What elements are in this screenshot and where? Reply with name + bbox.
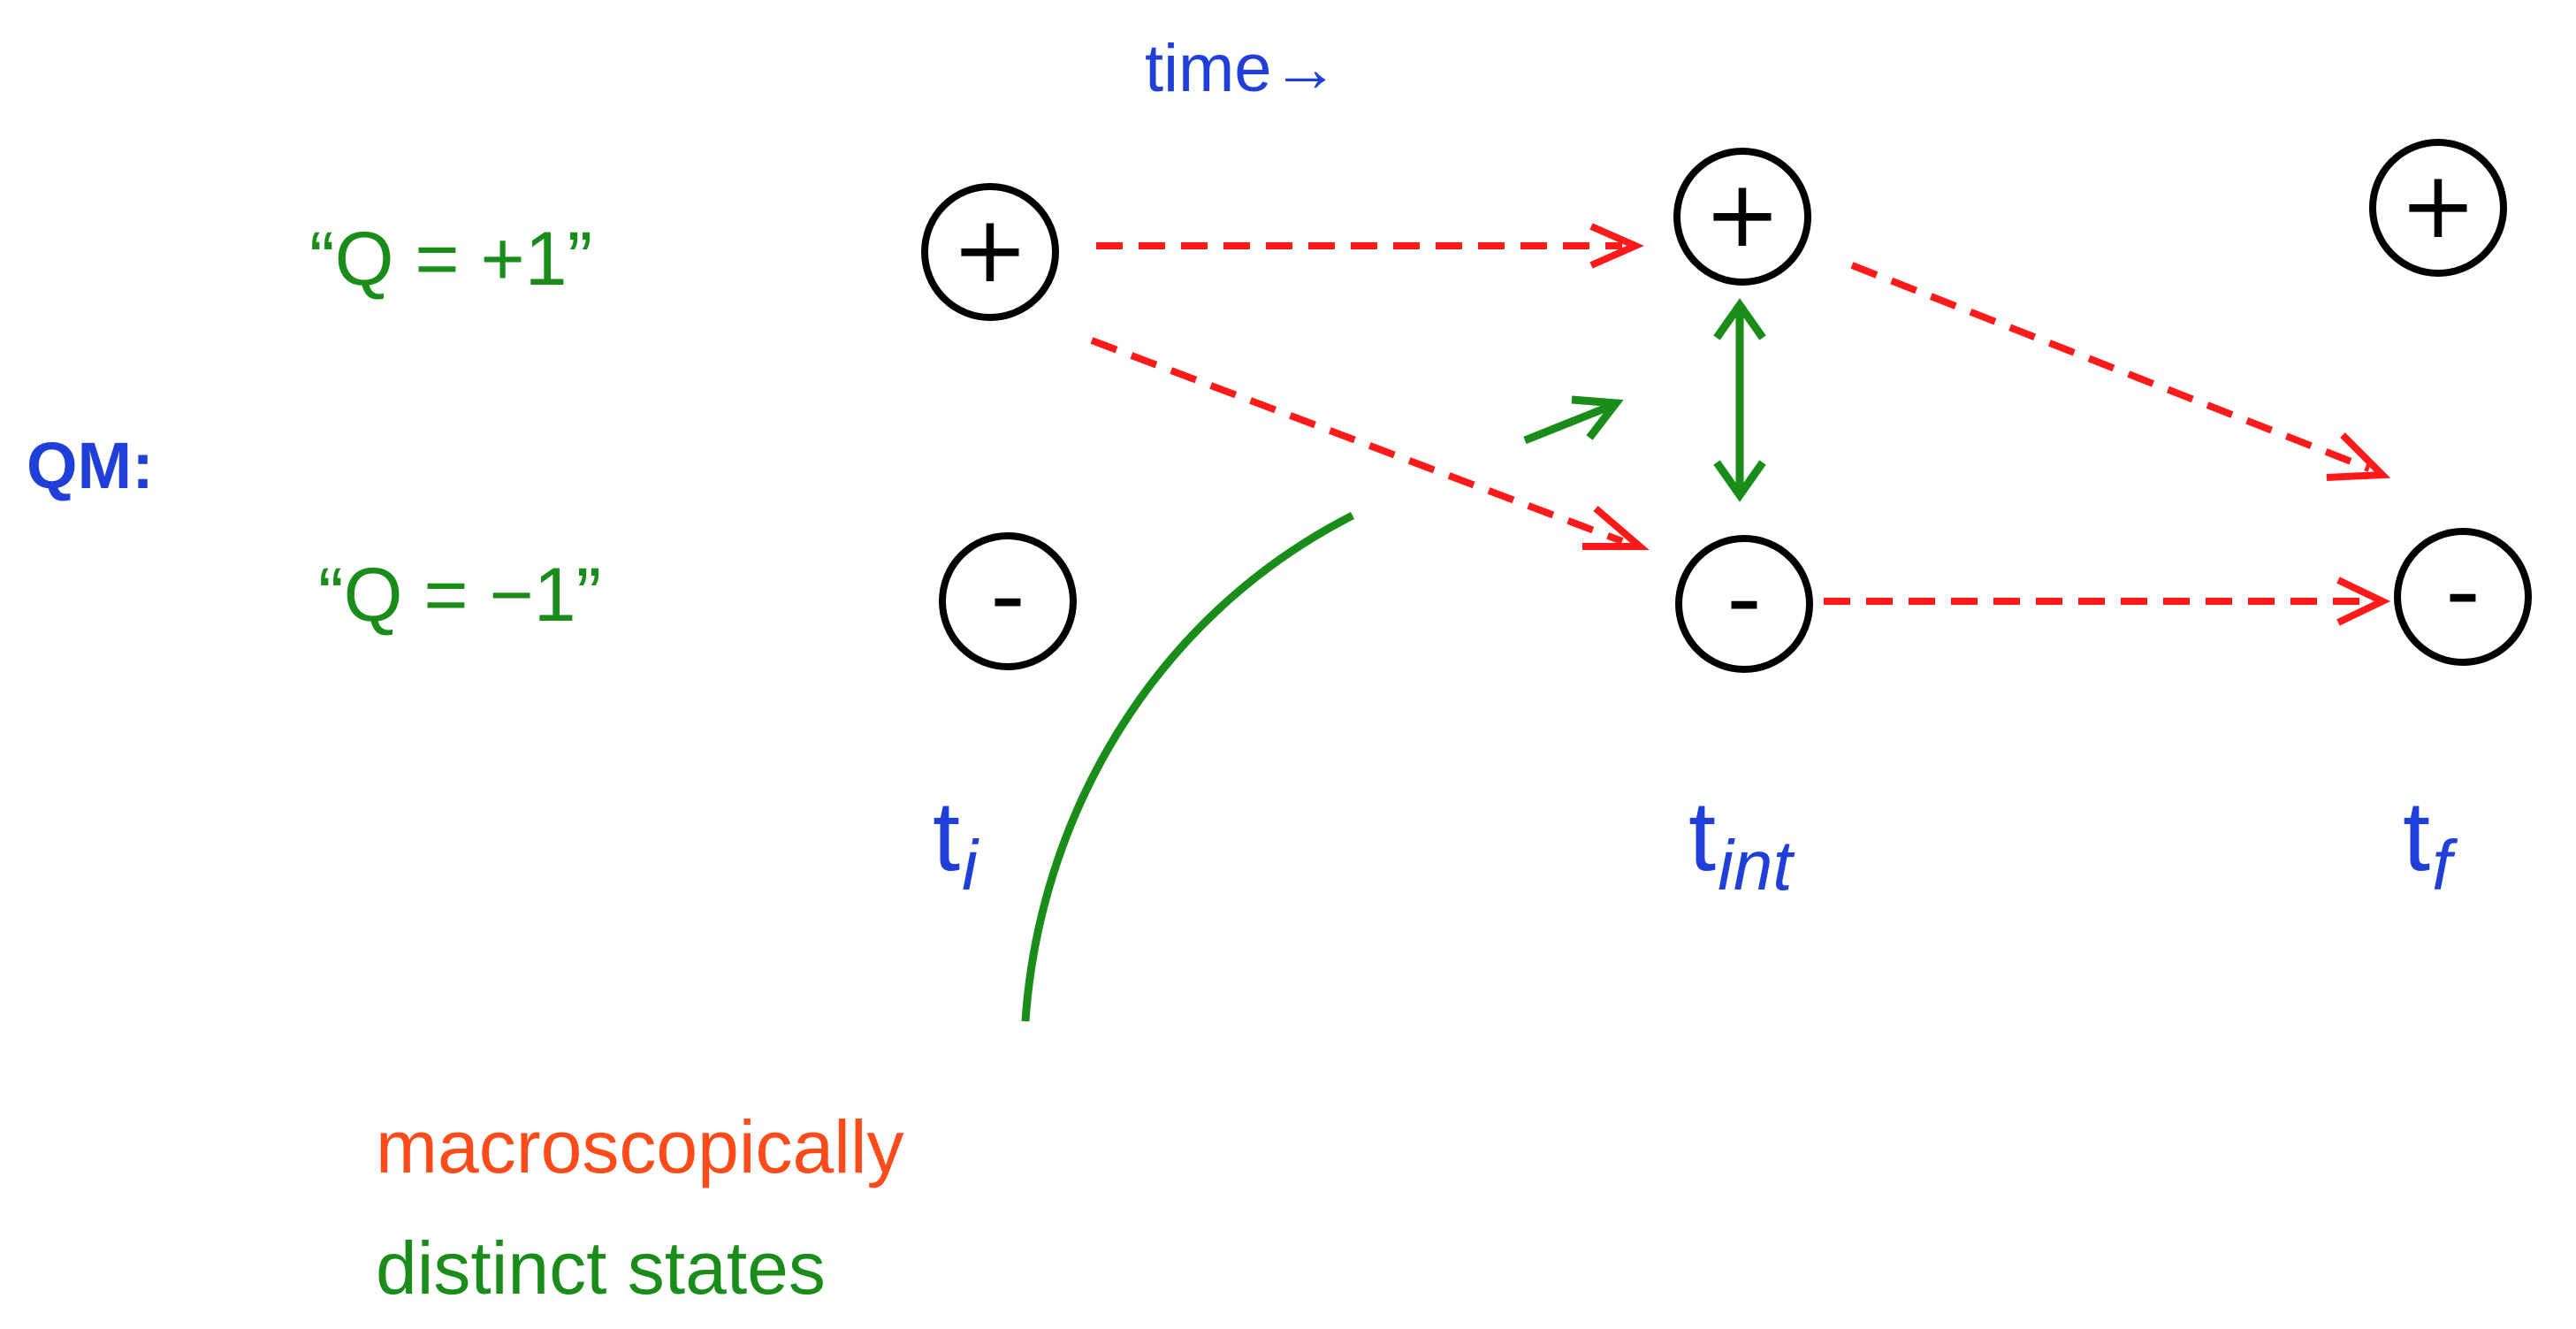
time-label-base: t xyxy=(1688,781,1717,891)
node-tint-plus: + xyxy=(1673,148,1811,286)
time-axis-label: time→ xyxy=(1145,31,1339,106)
qm-label: QM: xyxy=(27,429,154,502)
node-ti-plus: + xyxy=(921,183,1059,321)
caption-line-1: macroscopically xyxy=(376,1105,904,1188)
transition-tint-plus-to-tf-minus xyxy=(1850,262,2391,481)
node-tf-plus: + xyxy=(2369,139,2507,277)
transition-ti-plus-to-tint-plus xyxy=(1096,223,1644,269)
plus-symbol: + xyxy=(951,195,1029,303)
node-tint-minus: - xyxy=(1675,535,1813,673)
minus-symbol: - xyxy=(2445,534,2481,647)
caption-line-2: distinct states xyxy=(376,1226,826,1310)
time-label-subscript: f xyxy=(2432,826,2452,905)
pointer-arrow xyxy=(1523,395,1624,445)
transition-tint-minus-to-tf-minus xyxy=(1824,577,2391,626)
time-label-intermediate: tint xyxy=(1688,787,1793,901)
transition-ti-plus-to-tint-minus xyxy=(1090,337,1650,550)
minus-symbol: - xyxy=(990,538,1025,652)
time-label-subscript: int xyxy=(1718,826,1793,905)
time-label-base: t xyxy=(933,781,961,891)
time-label-initial: ti xyxy=(933,787,978,901)
node-ti-minus: - xyxy=(939,532,1077,670)
state-label-plus: “Q = +1” xyxy=(309,217,593,302)
time-label-subscript: i xyxy=(962,826,978,905)
node-tf-minus: - xyxy=(2394,528,2532,666)
superposition-double-arrow xyxy=(1713,298,1766,502)
time-label-base: t xyxy=(2403,781,2431,891)
state-label-minus: “Q = −1” xyxy=(318,553,602,638)
minus-symbol: - xyxy=(1726,541,1762,654)
time-label-final: tf xyxy=(2403,787,2451,901)
caption-leader-curve xyxy=(1021,511,1355,1022)
plus-symbol: + xyxy=(2399,151,2477,259)
plus-symbol: + xyxy=(1703,160,1781,268)
